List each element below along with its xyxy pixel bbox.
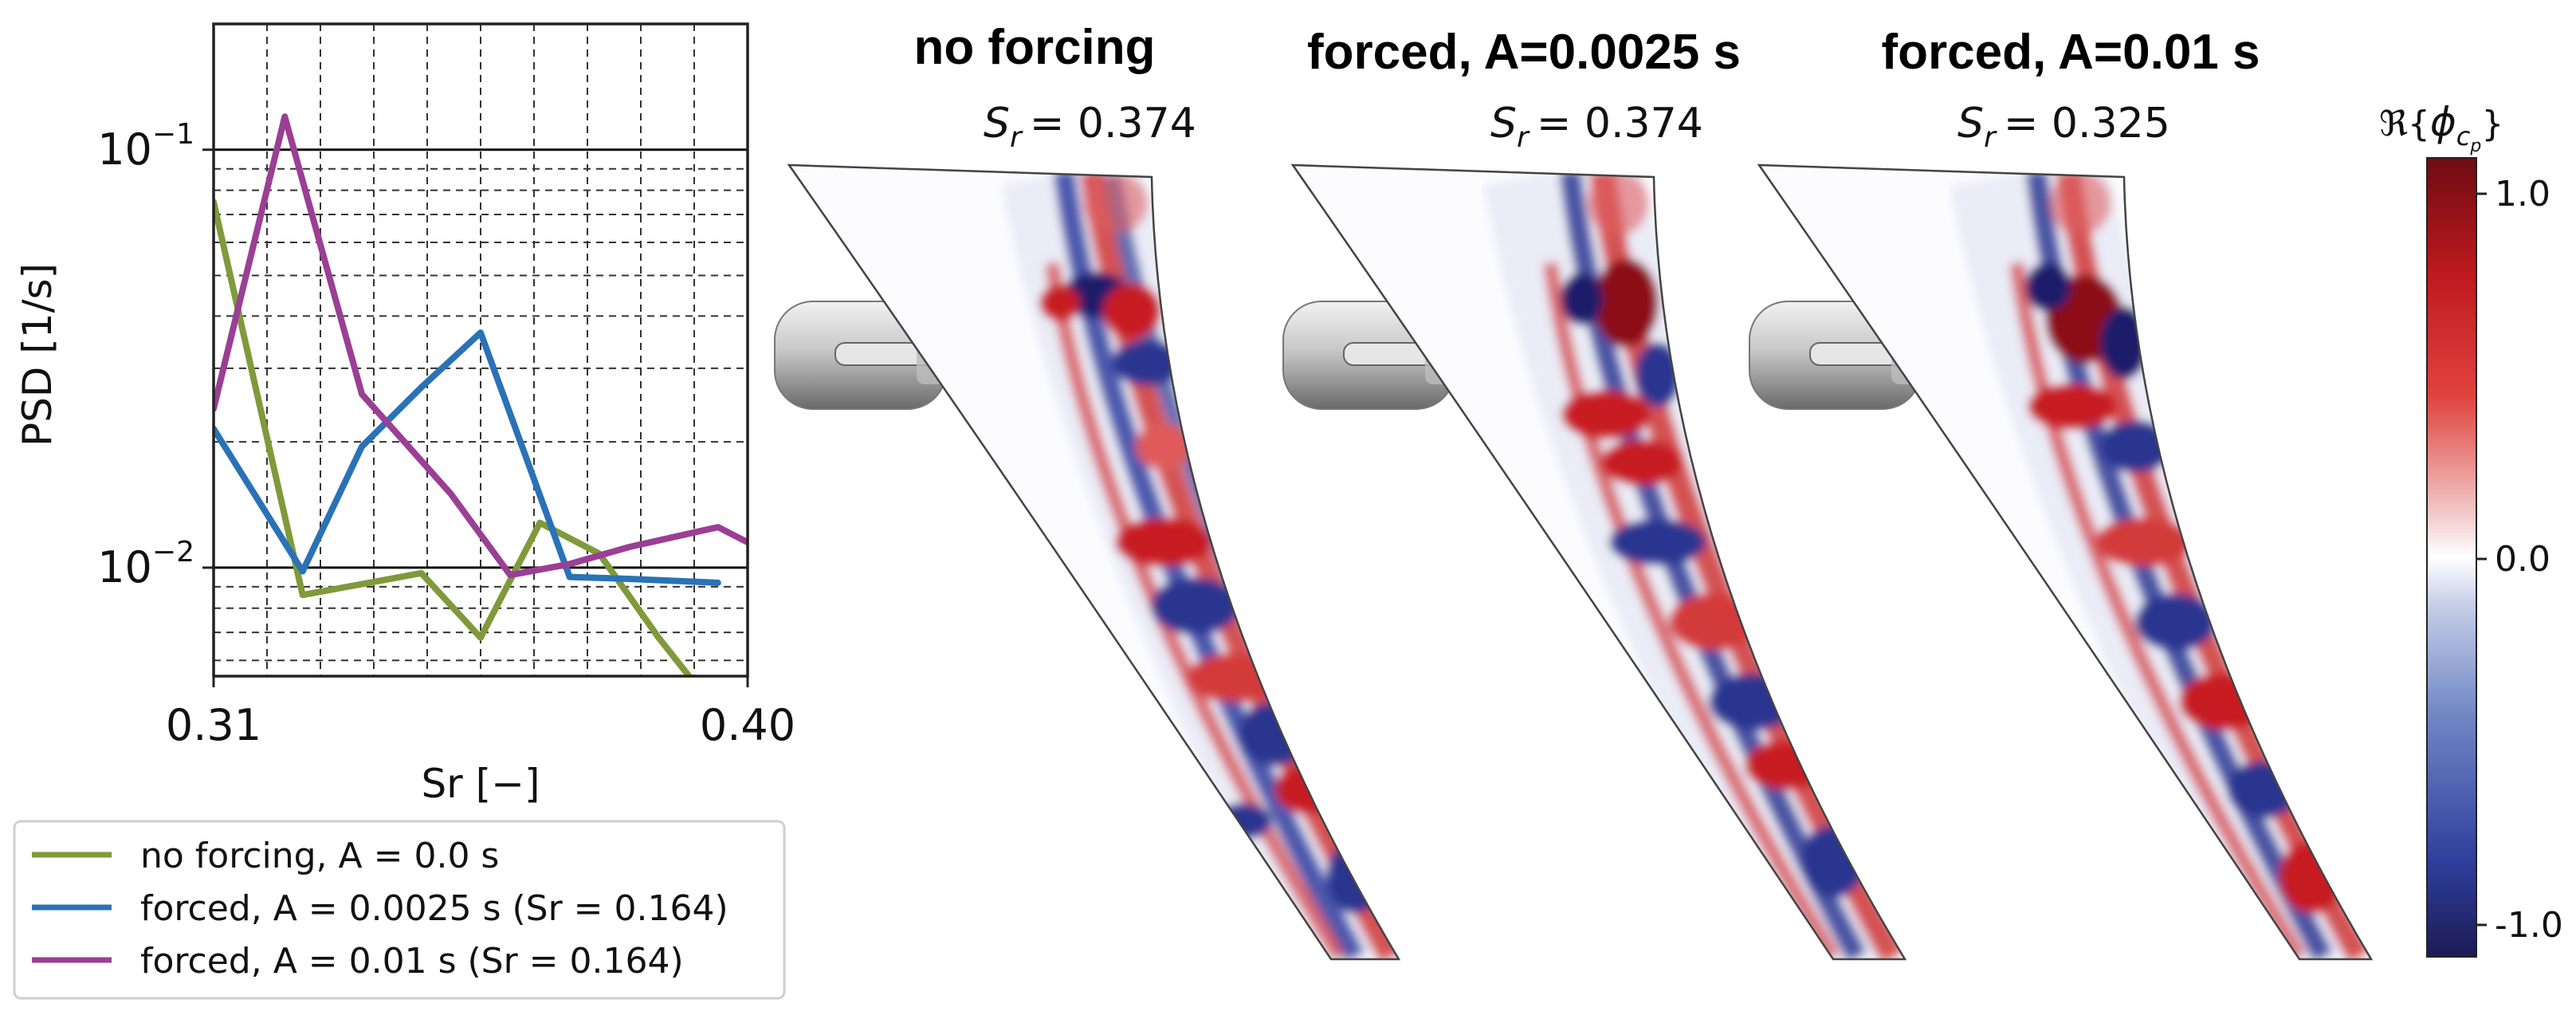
series-lines xyxy=(214,113,748,676)
colorbar-gradient xyxy=(2426,157,2477,958)
wing-panel-forced-001 xyxy=(1749,163,2374,961)
panel-title-forced-0025: forced, A=0.0025 s xyxy=(1307,25,1741,80)
series-line-1 xyxy=(214,329,721,586)
x-tick-label: 0.40 xyxy=(700,700,795,750)
axis-ticks: 0.31 0.40 10−1 10−2 xyxy=(97,118,795,750)
colorbar-label: ℜ{ϕcp} xyxy=(2379,99,2503,156)
colorbar-tick-max: 1.0 xyxy=(2495,174,2550,214)
series-line-2 xyxy=(214,113,748,579)
plot-frame xyxy=(212,22,749,678)
panel-title-no-forcing: no forcing xyxy=(913,20,1155,75)
y-tick-label: 10−1 xyxy=(97,118,194,175)
legend-label-forced-001: forced, A = 0.01 s (Sr = 0.164) xyxy=(140,941,684,982)
legend: no forcing, A = 0.0 s forced, A = 0.0025… xyxy=(13,820,786,1000)
panel-sr-forced-0025: Sr= 0.374 xyxy=(1490,100,1703,154)
wing-panel-no-forcing xyxy=(774,163,1401,961)
colorbar-tick-mid: 0.0 xyxy=(2495,539,2550,580)
panel-title-forced-001: forced, A=0.01 s xyxy=(1882,25,2260,80)
x-axis-label: Sr [−] xyxy=(421,761,540,807)
legend-label-no-forcing: no forcing, A = 0.0 s xyxy=(140,836,499,876)
colorbar-tick-min: -1.0 xyxy=(2495,905,2563,946)
legend-frame xyxy=(13,820,786,1000)
series-line-0 xyxy=(214,199,693,676)
y-axis-label: PSD [1/s] xyxy=(14,263,61,447)
x-tick-label: 0.31 xyxy=(166,700,261,750)
panel-sr-no-forcing: Sr= 0.374 xyxy=(984,100,1196,154)
legend-label-forced-0025: forced, A = 0.0025 s (Sr = 0.164) xyxy=(140,888,728,929)
psd-chart: 0.31 0.40 10−1 10−2 Sr [−] PSD [1/s] xyxy=(14,22,795,807)
panel-sr-forced-001: Sr= 0.325 xyxy=(1958,100,2170,154)
colorbar: ℜ{ϕcp} 1.0 0.0 -1.0 xyxy=(2379,99,2563,958)
y-tick-label: 10−2 xyxy=(97,536,194,592)
panel-titles: no forcing forced, A=0.0025 s forced, A=… xyxy=(913,20,2260,154)
wing-panel-forced-0025 xyxy=(1282,163,1907,961)
